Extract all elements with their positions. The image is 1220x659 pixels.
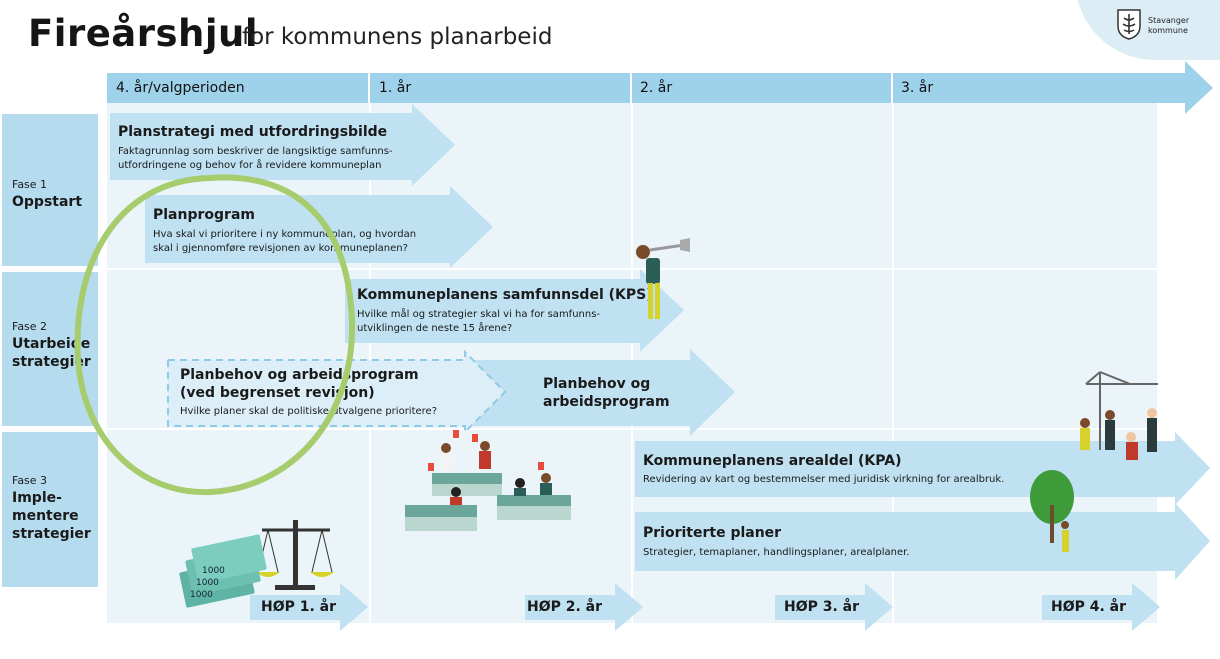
planbehov2-title-a: Planbehov og xyxy=(543,376,651,392)
planbehov-title-a: Planbehov og arbeidsprogram xyxy=(180,367,419,383)
phase-2-name-b: strategier xyxy=(12,354,91,370)
planprogram-body-b: skal i gjennomføre revisjonen av kommune… xyxy=(153,243,408,254)
hop-1-arrow xyxy=(250,583,368,631)
year-label-0: 4. år/valgperioden xyxy=(116,80,245,96)
trumpet-player-illustration xyxy=(636,238,690,319)
phase-1-box: Fase 1 Oppstart xyxy=(2,114,98,266)
planprogram-title: Planprogram xyxy=(153,207,255,223)
phase-1-name: Oppstart xyxy=(12,194,83,210)
tree-illustration xyxy=(1030,470,1074,552)
phase-3-name-b: mentere xyxy=(12,508,79,524)
phase-3-name-c: strategier xyxy=(12,526,91,542)
phase-2-name-a: Utarbeide xyxy=(12,336,91,352)
money-label-1: 1000 xyxy=(190,590,213,600)
crane-illustration xyxy=(1085,371,1158,450)
prioriterte-title: Prioriterte planer xyxy=(643,525,782,541)
phase-3-name-a: Imple- xyxy=(12,490,62,506)
logo-line-2: kommune xyxy=(1148,26,1188,35)
column-divider xyxy=(892,103,894,623)
kpa-body: Revidering av kart og bestemmelser med j… xyxy=(643,474,1005,485)
phase-2-number: Fase 2 xyxy=(12,320,48,333)
planstrategi-title: Planstrategi med utfordringsbilde xyxy=(118,124,388,140)
money-illustration xyxy=(179,534,267,608)
planprogram-body-a: Hva skal vi prioritere i ny kommuneplan,… xyxy=(153,229,417,240)
phase-3-number: Fase 3 xyxy=(12,474,48,487)
hop-3-arrow xyxy=(775,583,893,631)
planbehov2-title-b: arbeidsprogram xyxy=(543,394,670,410)
hop-4-label: HØP 4. år xyxy=(1051,599,1127,615)
phase-1-number: Fase 1 xyxy=(12,178,48,191)
kps-arrow xyxy=(345,269,684,352)
scale-illustration xyxy=(256,520,334,590)
kps-body-b: utviklingen de neste 15 årene? xyxy=(357,323,513,334)
row-divider xyxy=(107,428,1157,430)
row-divider xyxy=(107,268,1157,270)
planprogram-arrow xyxy=(145,186,493,268)
kpa-title: Kommuneplanens arealdel (KPA) xyxy=(643,453,902,469)
year-label-1: 1. år xyxy=(379,80,412,96)
kps-title: Kommuneplanens samfunnsdel (KPS) xyxy=(357,287,653,303)
coat-of-arms-icon xyxy=(1116,8,1142,40)
kps-body-a: Hvilke mål og strategier skal vi ha for … xyxy=(357,309,601,320)
money-label-2: 1000 xyxy=(196,578,219,588)
hop-1-label: HØP 1. år xyxy=(261,599,337,615)
planbehov-arrow-dashed xyxy=(167,349,507,435)
hop-2-label: HØP 2. år xyxy=(527,599,603,615)
phase-3-box: Fase 3 Imple- mentere strategier xyxy=(2,432,98,587)
year-label-3: 3. år xyxy=(901,80,934,96)
planstrategi-body-a: Faktagrunnlag som beskriver de langsikti… xyxy=(118,146,393,157)
prioriterte-body: Strategier, temaplaner, handlingsplaner,… xyxy=(643,547,910,558)
planstrategi-arrow xyxy=(110,104,455,186)
money-label-3: 1000 xyxy=(202,566,225,576)
logo-line-1: Stavanger xyxy=(1148,16,1190,25)
hop-3-label: HØP 3. år xyxy=(784,599,860,615)
council-meeting-illustration xyxy=(405,430,571,531)
logo-text: Stavanger kommune xyxy=(1148,16,1189,36)
planbehov-body: Hvilke planer skal de politiske utvalgen… xyxy=(180,406,438,417)
hop-4-arrow xyxy=(1042,583,1160,631)
planbehov-arrow-solid xyxy=(415,349,735,436)
page-title: Fireårshjul xyxy=(28,12,259,55)
page-subtitle: for kommunens planarbeid xyxy=(242,24,553,50)
planbehov-title-b: (ved begrenset revisjon) xyxy=(180,385,375,401)
hop-2-arrow xyxy=(525,583,643,631)
year-label-2: 2. år xyxy=(640,80,673,96)
planstrategi-body-b: utfordringene og behov for å revidere ko… xyxy=(118,160,382,171)
workers-illustration xyxy=(1080,408,1157,460)
